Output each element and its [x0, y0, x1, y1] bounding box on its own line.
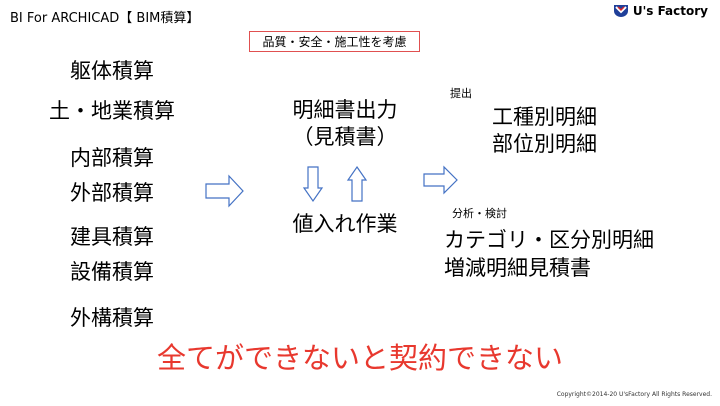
category-item: 設備積算 [70, 260, 154, 284]
right-arrow-icon [423, 165, 458, 195]
pricing-work-label: 値入れ作業 [292, 212, 398, 236]
category-item: 建具積算 [70, 225, 154, 249]
down-arrow-icon [302, 166, 324, 203]
consideration-note-text: 品質・安全・施工性を考慮 [262, 34, 407, 49]
category-item: 内部積算 [70, 146, 154, 170]
consideration-note: 品質・安全・施工性を考慮 [249, 31, 420, 52]
category-item: 土・地業積算 [49, 99, 175, 123]
right-arrow-icon [205, 174, 244, 208]
up-arrow-icon [346, 165, 368, 202]
category-item: 外部積算 [70, 181, 154, 205]
statement-output-label: 明細書出力 [292, 98, 398, 122]
company-logo: U's Factory [613, 4, 708, 18]
category-item: 外構積算 [70, 306, 154, 330]
us-factory-logo-icon [613, 5, 628, 17]
slide-title: BI For ARCHICAD【 BIM積算】 [10, 11, 200, 26]
category-item: 躯体積算 [70, 59, 154, 83]
copyright-text: Copyright©2014-20 U'sFactory All Rights … [556, 391, 712, 398]
output-item: カテゴリ・区分別明細 [444, 228, 654, 252]
logo-text: U's Factory [632, 4, 708, 18]
analysis-label: 分析・検討 [452, 207, 507, 220]
output-item: 工種別明細 [492, 105, 597, 129]
output-item: 増減明細見積書 [444, 256, 591, 280]
output-item: 部位別明細 [492, 132, 597, 156]
estimate-label: （見積書） [292, 125, 398, 149]
warning-message: 全てができないと契約できない [156, 341, 563, 375]
submit-label: 提出 [450, 87, 472, 100]
